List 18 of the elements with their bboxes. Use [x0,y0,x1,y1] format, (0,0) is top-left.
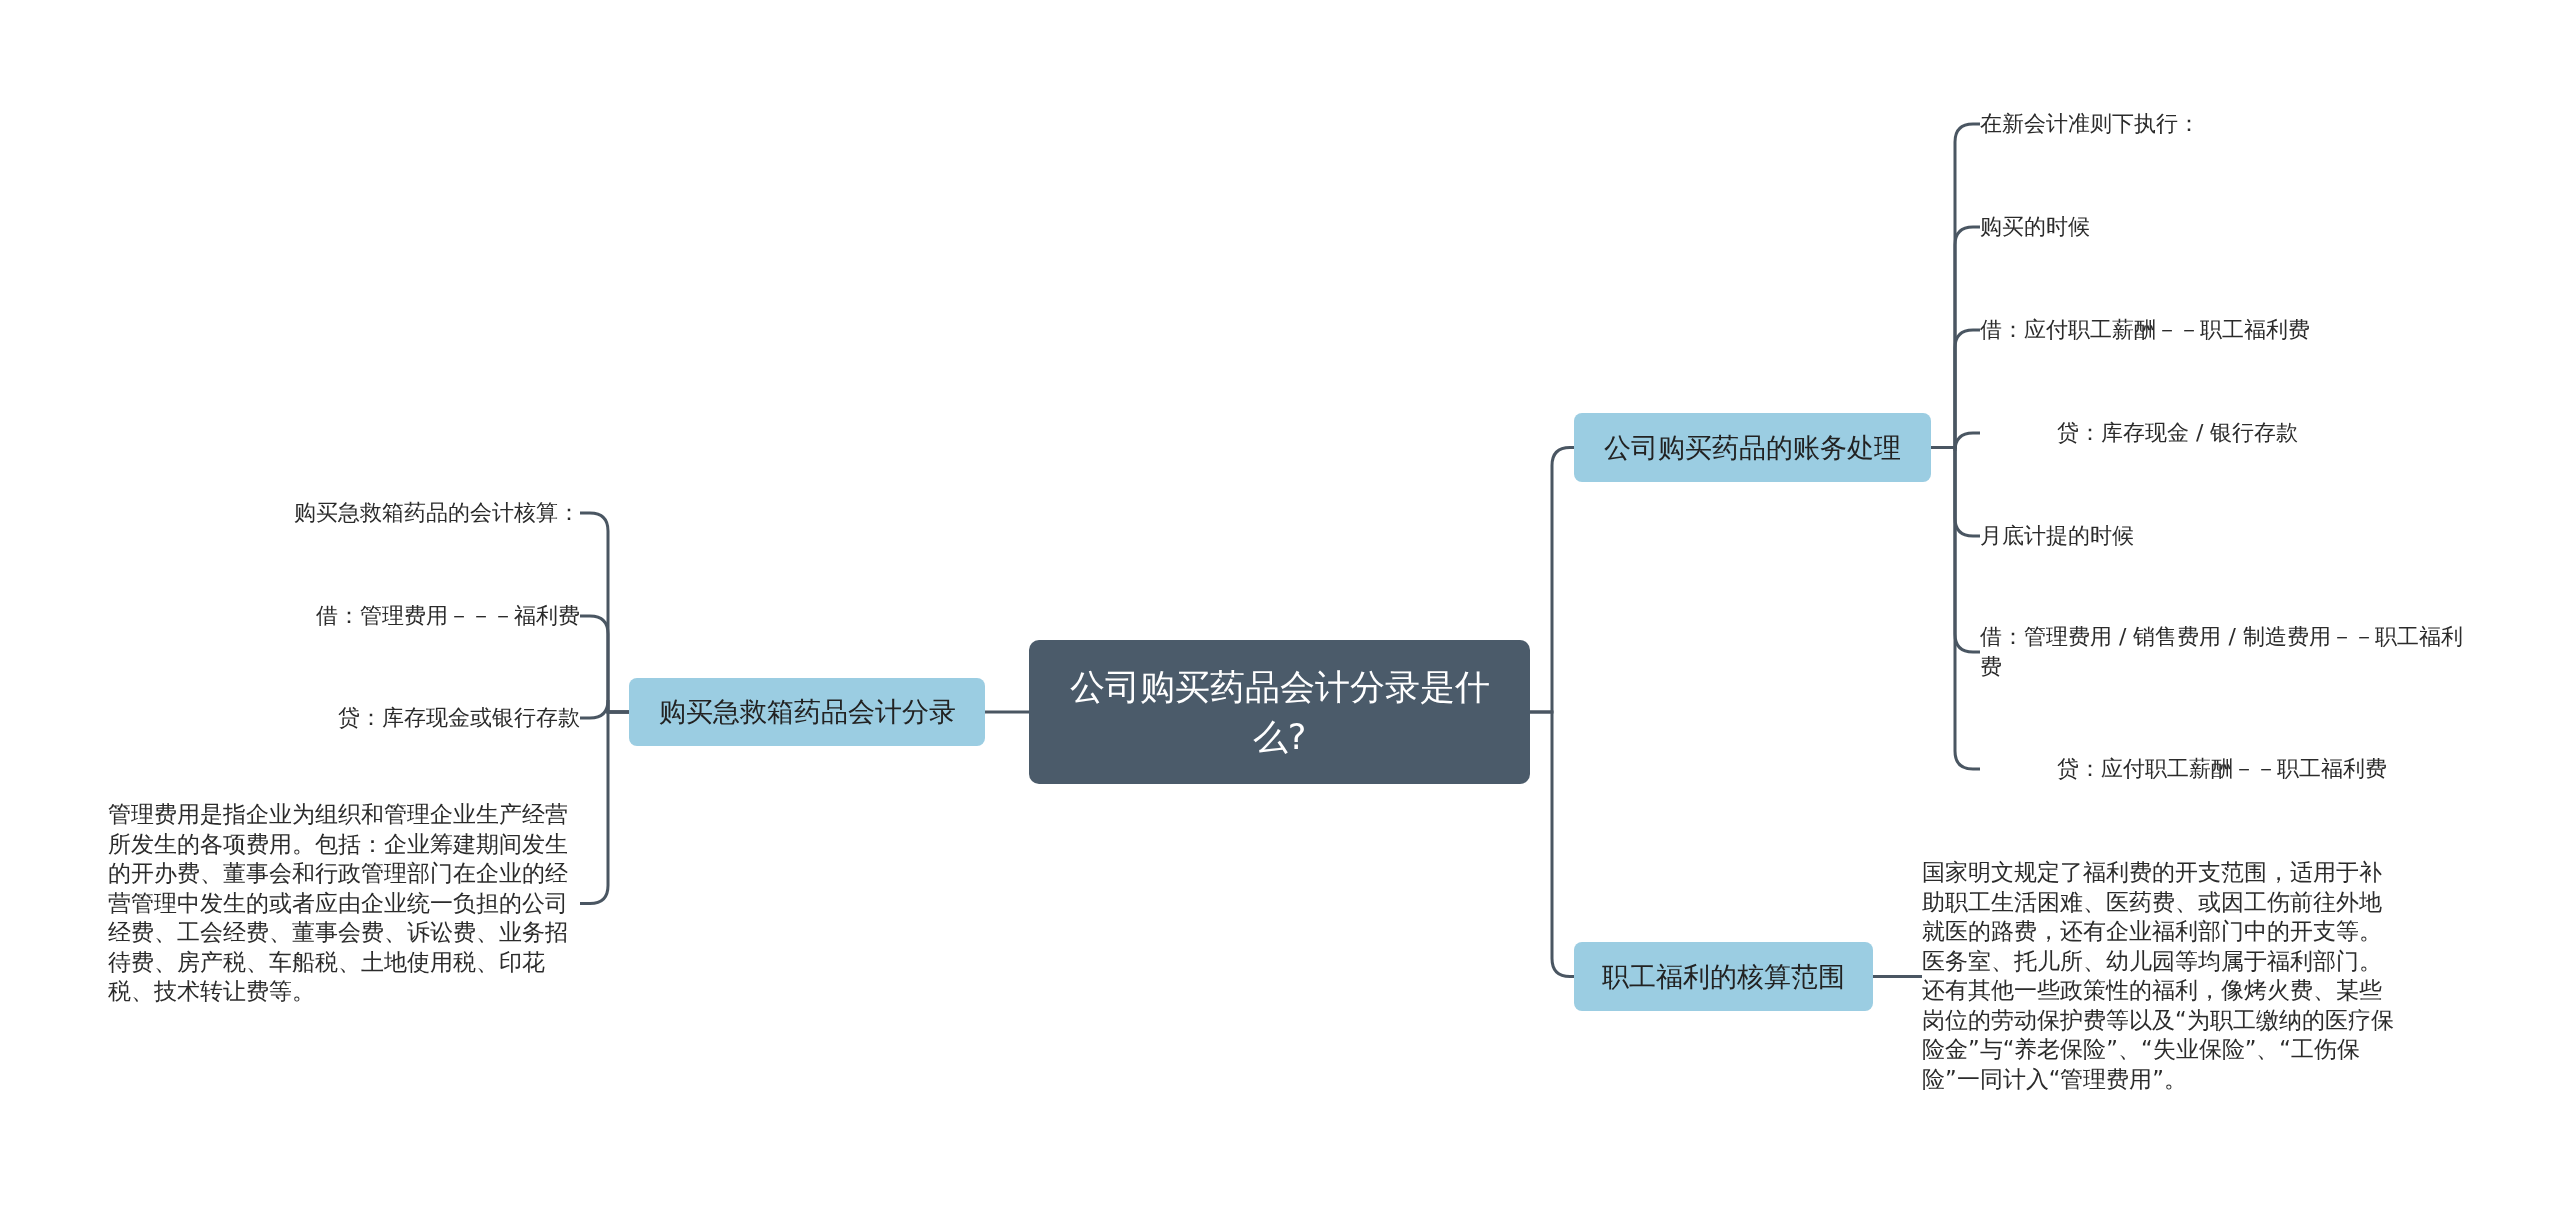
subtopic-text: 借：管理费用－－－福利费 [316,601,580,631]
subtopic-text: 贷：库存现金 / 银行存款 [1980,418,2299,448]
subtopic-text: 在新会计准则下执行： [1980,109,2200,139]
subtopic-text: 月底计提的时候 [1980,521,2134,551]
central-topic-box: 公司购买药品会计分录是什么? [1029,640,1530,784]
subtopic-text: 贷：应付职工薪酬－－职工福利费 [1980,754,2387,784]
paragraph-text: 管理费用是指企业为组织和管理企业生产经营所发生的各项费用。包括：企业筹建期间发生的开办费、董事会和行政管理部门在企业的经营管理中发生的或者应由企业统一负担的公司经费、工会经费、董事会费、诉讼费、业务招待费、房产税、车船税、土地使用税、印花税、技术转让费等。 [108,800,580,1007]
topic-box: 公司购买药品的账务处理 [1574,413,1931,482]
topic-box: 购买急救箱药品会计分录 [629,678,985,746]
subtopic-text: 贷：库存现金或银行存款 [338,703,580,733]
paragraph-text: 国家明文规定了福利费的开支范围，适用于补助职工生活困难、医药费、或因工伤前往外地就医的路费，还有企业福利部门中的开支等。医务室、托儿所、幼儿园等均属于福利部门。还有其他一些政策性的福利，像烤火费、某些岗位的劳动保护费等以及“为职工缴纳的医疗保险金”与“养老保险”、“失业保险”、“工伤保险”一同计入“管理费用”。 [1922,858,2397,1094]
subtopic-text: 购买的时候 [1980,212,2090,242]
topic-box: 职工福利的核算范围 [1574,942,1873,1011]
subtopic-text: 借：应付职工薪酬－－职工福利费 [1980,315,2310,345]
subtopic-text: 购买急救箱药品的会计核算： [294,498,580,528]
subtopic-text: 借：管理费用 / 销售费用 / 制造费用－－职工福利费 [1980,622,2470,682]
connector-line [985,710,1029,714]
connector-line [1873,975,1922,978]
